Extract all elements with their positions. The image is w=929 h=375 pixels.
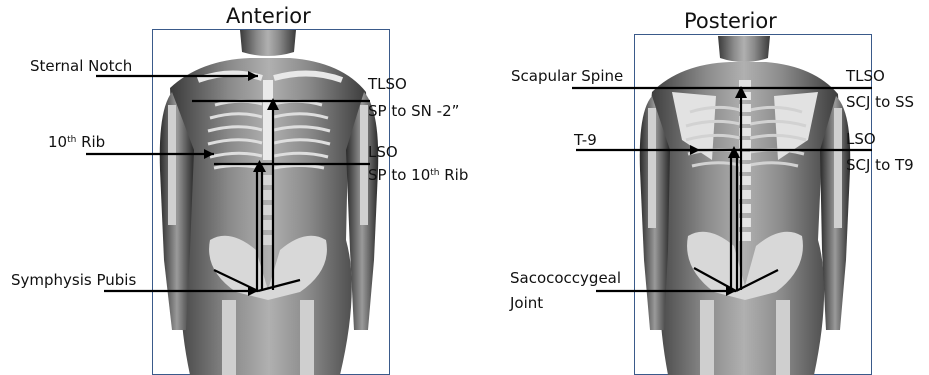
anterior-body — [160, 30, 378, 375]
anterior-tlso-title: TLSO — [368, 75, 407, 93]
anterior-title: Anterior — [226, 4, 311, 28]
anterior-lso-title: LSO — [368, 143, 398, 161]
anterior-lso-measure: SP to 10th Rib — [368, 166, 468, 184]
label-scapular-spine: Scapular Spine — [511, 67, 623, 85]
label-tenth-rib-number: 10 — [48, 133, 67, 151]
label-sternal-notch: Sternal Notch — [30, 57, 132, 75]
posterior-title: Posterior — [684, 9, 777, 33]
label-t9: T-9 — [574, 131, 597, 149]
label-symphysis-pubis: Symphysis Pubis — [11, 271, 136, 289]
anterior-tlso-measure: SP to SN -2” — [368, 102, 459, 120]
posterior-lso-title: LSO — [846, 130, 876, 148]
posterior-tlso-measure: SCJ to SS — [846, 93, 914, 111]
label-sacrococcygeal-line2: Joint — [510, 294, 543, 312]
anterior-lso-measure-prefix: SP to 10 — [368, 166, 430, 184]
posterior-body — [640, 36, 850, 375]
posterior-lso-measure: SCJ to T9 — [846, 156, 914, 174]
label-tenth-rib-superscript: th — [67, 135, 76, 145]
posterior-tlso-title: TLSO — [846, 67, 885, 85]
label-tenth-rib: 10th Rib — [48, 133, 105, 151]
anterior-lso-measure-superscript: th — [430, 168, 439, 178]
label-sacrococcygeal-line1: Sacococcygeal — [510, 269, 621, 287]
anterior-lso-measure-suffix: Rib — [439, 166, 468, 184]
label-tenth-rib-word: Rib — [76, 133, 105, 151]
